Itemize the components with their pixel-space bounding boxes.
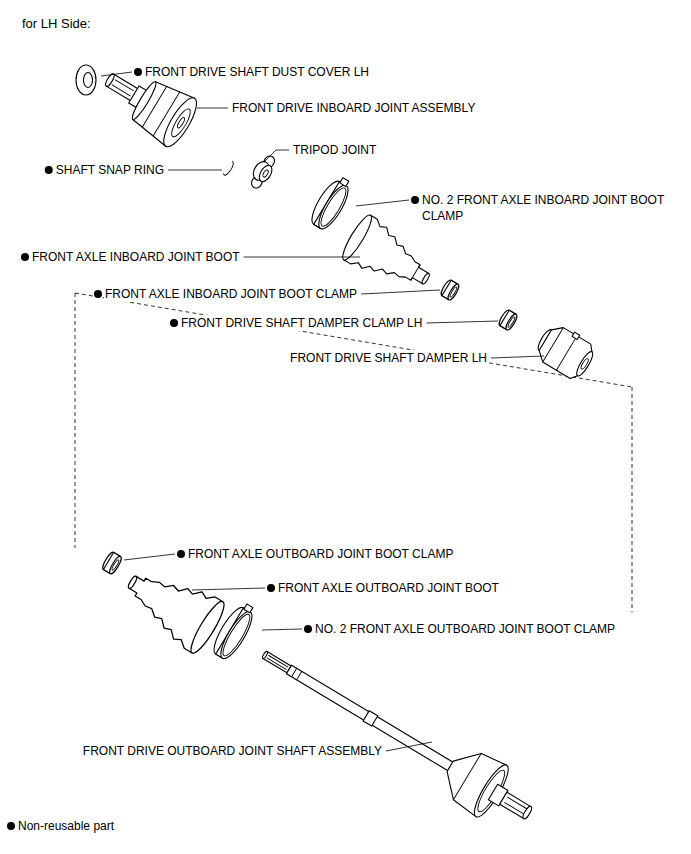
part-label: TRIPOD JOINT: [292, 142, 377, 158]
non-reusable-mark: [170, 319, 178, 327]
joint-boot: [115, 555, 229, 656]
part-label: FRONT DRIVE SHAFT DUST COVER LH: [144, 64, 370, 80]
non-reusable-mark: [411, 196, 419, 204]
part-label: FRONT DRIVE OUTBOARD JOINT SHAFT ASSEMBL…: [82, 743, 383, 759]
dust-cover: [76, 65, 96, 95]
legend-text: Non-reusable part: [17, 818, 115, 834]
part-label: NO. 2 FRONT AXLE OUTBOARD JOINT BOOT CLA…: [314, 621, 616, 637]
leader-line: [491, 356, 544, 358]
legend-mark: [7, 822, 15, 830]
non-reusable-mark: [304, 625, 312, 633]
view-title: for LH Side:: [22, 16, 91, 32]
leader-line: [124, 554, 175, 560]
leader-line: [262, 629, 302, 630]
assembly-guide: [75, 293, 632, 612]
boot-clamp: [307, 173, 356, 233]
leader-line: [264, 150, 289, 162]
part-label: NO. 2 FRONT AXLE INBOARD JOINT BOOT CLAM…: [421, 192, 685, 224]
non-reusable-mark: [45, 166, 53, 174]
part-label: FRONT DRIVE INBOARD JOINT ASSEMBLY: [231, 100, 476, 116]
non-reusable-mark: [134, 68, 142, 76]
part-label: FRONT DRIVE SHAFT DAMPER CLAMP LH: [180, 315, 423, 331]
snap-ring: [223, 161, 235, 177]
boot-clamp: [101, 551, 123, 575]
leader-line: [168, 170, 222, 171]
tripod-joint: [246, 152, 279, 192]
part-label: SHAFT SNAP RING: [55, 162, 165, 178]
non-reusable-mark: [267, 584, 275, 592]
leader-line: [361, 290, 440, 294]
leader-line: [244, 257, 360, 258]
boot-clamp: [439, 279, 460, 302]
part-label: FRONT AXLE OUTBOARD JOINT BOOT: [277, 580, 500, 596]
part-label: FRONT DRIVE SHAFT DAMPER LH: [289, 350, 488, 366]
part-label: FRONT AXLE INBOARD JOINT BOOT: [31, 249, 241, 265]
leader-line: [356, 200, 409, 206]
damper-clamp: [497, 309, 518, 332]
outboard-shaft: [248, 629, 545, 840]
leader-line: [101, 72, 132, 76]
boot-clamp: [209, 599, 260, 662]
leader-line: [197, 108, 228, 109]
non-reusable-mark: [177, 550, 185, 558]
leader-line: [192, 588, 265, 590]
leader-line: [386, 742, 432, 751]
part-label: FRONT AXLE OUTBOARD JOINT BOOT CLAMP: [187, 546, 454, 562]
damper: [532, 319, 600, 383]
part-label: FRONT AXLE INBOARD JOINT BOOT CLAMP: [104, 286, 358, 302]
non-reusable-mark: [21, 253, 29, 261]
leader-line: [426, 321, 498, 323]
non-reusable-mark: [94, 290, 102, 298]
